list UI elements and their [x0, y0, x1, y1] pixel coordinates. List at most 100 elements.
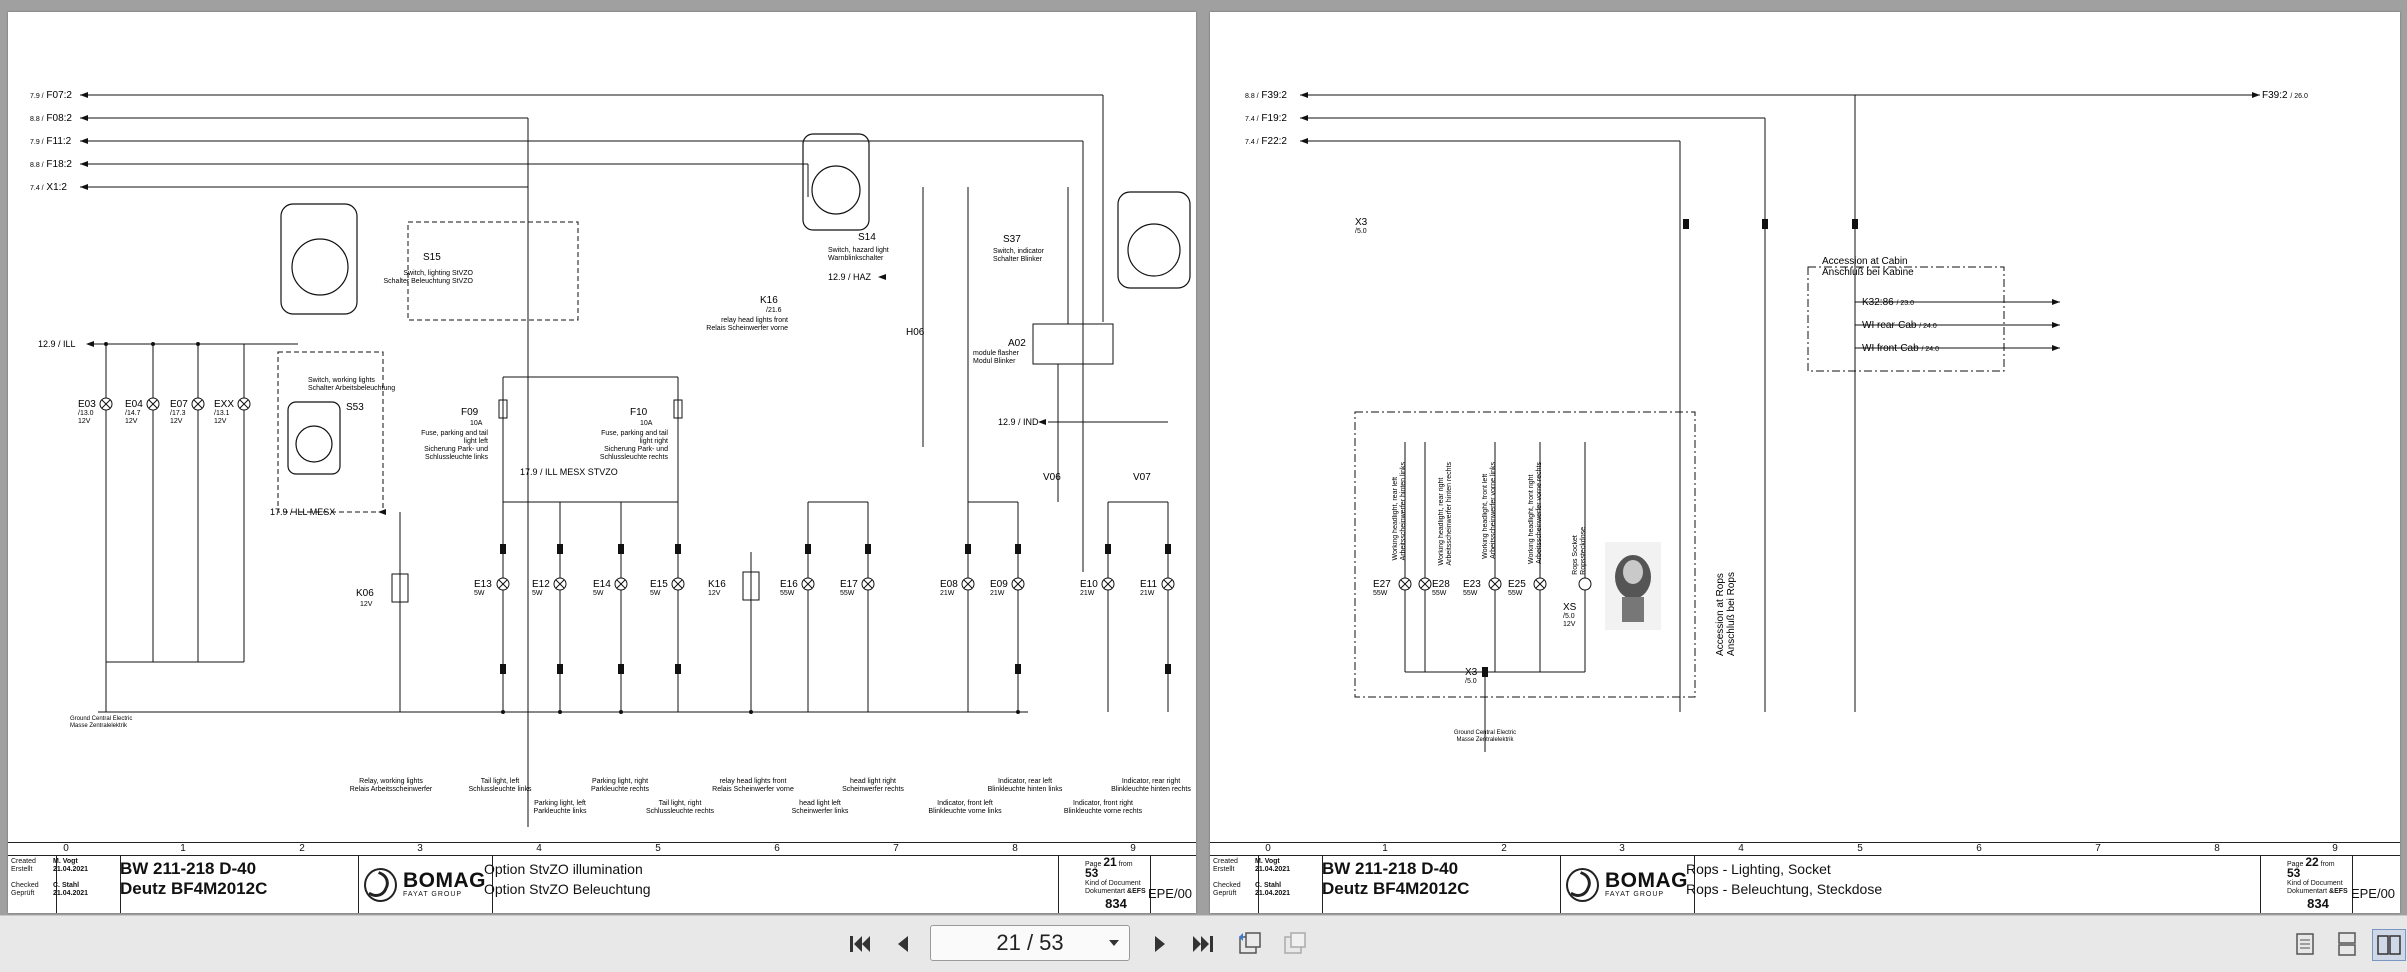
ref-f19[interactable]: 7.4 / F19:2 [1245, 113, 1287, 124]
doc-code-22: EPE/00 [2350, 886, 2396, 901]
document-viewer[interactable]: 7.9 / F07:2 8.8 / F08:2 7.9 / F11:2 8.8 … [0, 0, 2407, 915]
ref-f11[interactable]: 7.9 / F11:2 [30, 136, 72, 147]
x3-bottom: X3/5.0 [1465, 667, 1478, 685]
page-info-22: Page 22 from 53 Kind of Document Dokumen… [2284, 856, 2353, 913]
wi-rear-ref[interactable]: WI rear-Cab / 24.0 [1862, 320, 1937, 331]
doc-code: EPE/00 [1147, 886, 1193, 901]
v06-id: V06 [1043, 472, 1061, 483]
machine-title: BW 211-218 D-40 Deutz BF4M2012C [114, 856, 359, 913]
f10-id: F10 [630, 407, 648, 418]
page-info: Page 21 from 53 Kind of Document Dokumen… [1082, 856, 1151, 913]
fit-icon [1284, 932, 1306, 954]
ill-label[interactable]: 12.9 / ILL [38, 339, 76, 349]
first-page-icon [850, 936, 870, 952]
column-numbers-22: 0 1 2 3 4 5 6 7 8 9 [1210, 842, 2400, 856]
k06-id: K06 [356, 588, 374, 599]
ref-x1[interactable]: 7.4 / X1:2 [30, 182, 67, 193]
last-page-icon [1193, 936, 1213, 952]
ref-f18[interactable]: 8.8 / F18:2 [30, 159, 72, 170]
ref-f22[interactable]: 7.4 / F22:2 [1245, 136, 1287, 147]
ill-mesx-stvzo-label[interactable]: 17.9 / ILL MESX STVZO [520, 467, 618, 477]
rotate-button[interactable] [1235, 929, 1265, 959]
two-page-view-button[interactable] [2372, 929, 2406, 961]
fit-button[interactable] [1280, 929, 1310, 959]
k06-voltage: 12V [360, 601, 373, 608]
page-description-22: Rops - Lighting, Socket Rops - Beleuchtu… [1682, 856, 2261, 913]
two-page-view-icon [2377, 935, 2401, 955]
prev-page-button[interactable] [888, 929, 918, 959]
ill-mesx-label[interactable]: 17.9 / ILL MESX [270, 507, 336, 517]
wi-front-ref[interactable]: WI front-Cab / 24.0 [1862, 343, 1939, 354]
s14-id: S14 [858, 232, 876, 243]
prev-page-icon [898, 936, 908, 952]
ref-f07[interactable]: 7.9 / F07:2 [30, 90, 72, 101]
page-number-select[interactable]: 21 / 53 [930, 925, 1130, 961]
f09-rating: 10A [470, 420, 483, 427]
chevron-down-icon [1109, 940, 1119, 946]
k16-ref: /21.6 [766, 307, 782, 314]
single-page-view-button[interactable] [2290, 929, 2320, 959]
schematic-drawing-page-21 [80, 92, 1191, 827]
last-page-button[interactable] [1188, 929, 1218, 959]
page-indicator-text: 21 / 53 [996, 930, 1064, 955]
schematic-drawing-page-22 [1300, 92, 2260, 752]
first-page-button[interactable] [845, 929, 875, 959]
column-numbers: 0 1 2 3 4 5 6 7 8 9 [8, 842, 1196, 856]
s15-id: S15 [423, 252, 441, 263]
bomag-logo-icon [364, 867, 397, 902]
out-f39[interactable]: F39:2 / 26.0 [2262, 90, 2308, 101]
creator-values: M. Vogt 21.04.2021 C. Stahl 21.04.2021 [50, 856, 121, 913]
h06-id: H06 [906, 327, 925, 338]
continuous-view-button[interactable] [2332, 929, 2362, 959]
haz-label[interactable]: 12.9 / HAZ [828, 272, 872, 282]
k32-ref[interactable]: K32:86 / 23.0 [1862, 297, 1914, 308]
ref-f39[interactable]: 8.8 / F39:2 [1245, 90, 1287, 101]
title-block-21: 0 1 2 3 4 5 6 7 8 9 Created Erstellt Che… [8, 842, 1196, 913]
ref-f08[interactable]: 8.8 / F08:2 [30, 113, 72, 124]
s53-id: S53 [346, 402, 364, 413]
next-page-button[interactable] [1145, 929, 1175, 959]
single-page-view-icon [2296, 933, 2314, 955]
machine-title-22: BW 211-218 D-40 Deutz BF4M2012C [1316, 856, 1561, 913]
continuous-view-icon [2338, 932, 2356, 956]
socket-photo [1605, 542, 1661, 630]
f09-id: F09 [461, 407, 479, 418]
ind-label[interactable]: 12.9 / IND [998, 417, 1039, 427]
